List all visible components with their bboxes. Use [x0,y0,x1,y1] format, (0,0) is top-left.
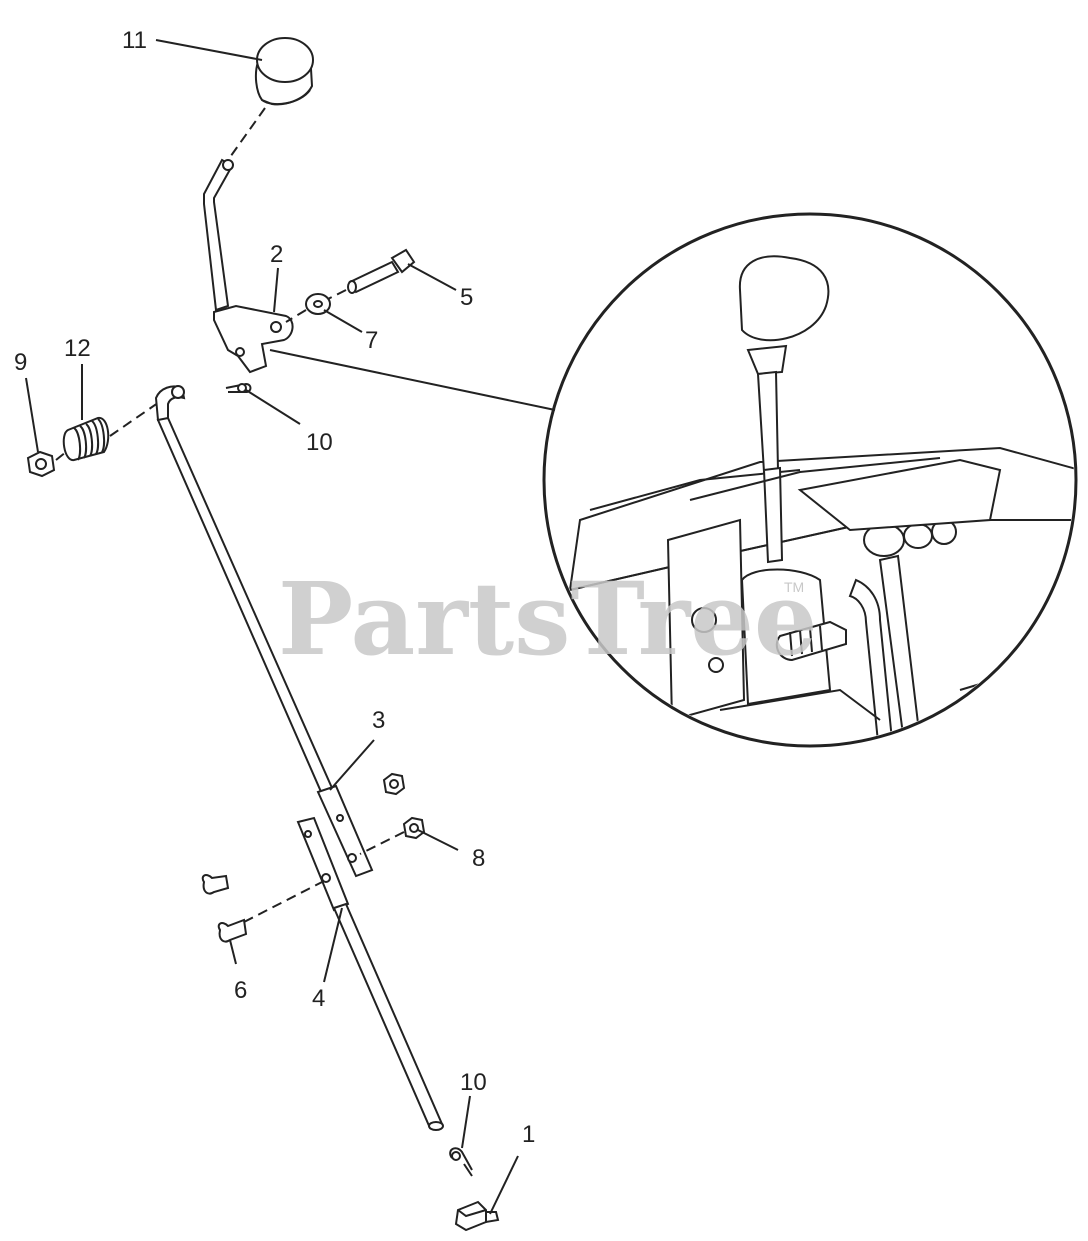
callout-10b: 10 [460,1069,487,1096]
shift-rod [154,385,444,1131]
bolt [347,248,416,294]
rod-end-connector [454,1200,500,1232]
leader-lines [25,39,556,1215]
washer [305,293,331,315]
hairpin-clip-upper [225,382,252,393]
detail-inset [542,212,1078,748]
watermark-tm: TM [784,579,804,595]
callout-6: 6 [234,977,247,1004]
callout-1: 1 [522,1121,535,1148]
watermark: PartsTree TM [278,560,818,678]
hairpin-clip-lower [449,1147,473,1177]
callout-labels: 11 2 5 7 12 9 10 3 8 6 4 10 1 [14,27,535,1148]
callout-11: 11 [122,27,147,54]
callout-2: 2 [270,241,283,268]
bolt-assembly-line [325,289,347,301]
hex-nut [26,450,56,478]
washer-assembly-line [285,309,307,323]
callout-5: 5 [460,284,473,311]
shift-knob [254,37,314,106]
callout-9: 9 [14,349,27,376]
callout-8: 8 [472,845,485,872]
callout-3: 3 [372,707,385,734]
watermark-text: PartsTree [278,560,818,678]
spring [62,417,110,461]
spring-assembly-line [109,395,169,437]
callout-4: 4 [312,985,325,1012]
callout-7: 7 [365,327,378,354]
lock-nut [382,772,426,840]
callout-10a: 10 [306,429,333,456]
nut8-assembly-line [359,831,405,855]
knob-assembly-line [227,107,266,161]
shift-lever [203,158,294,374]
callout-12: 12 [64,335,91,362]
nut-assembly-line [55,451,67,461]
carriage-bolt [201,874,248,943]
bolt6-assembly-line [243,879,327,923]
